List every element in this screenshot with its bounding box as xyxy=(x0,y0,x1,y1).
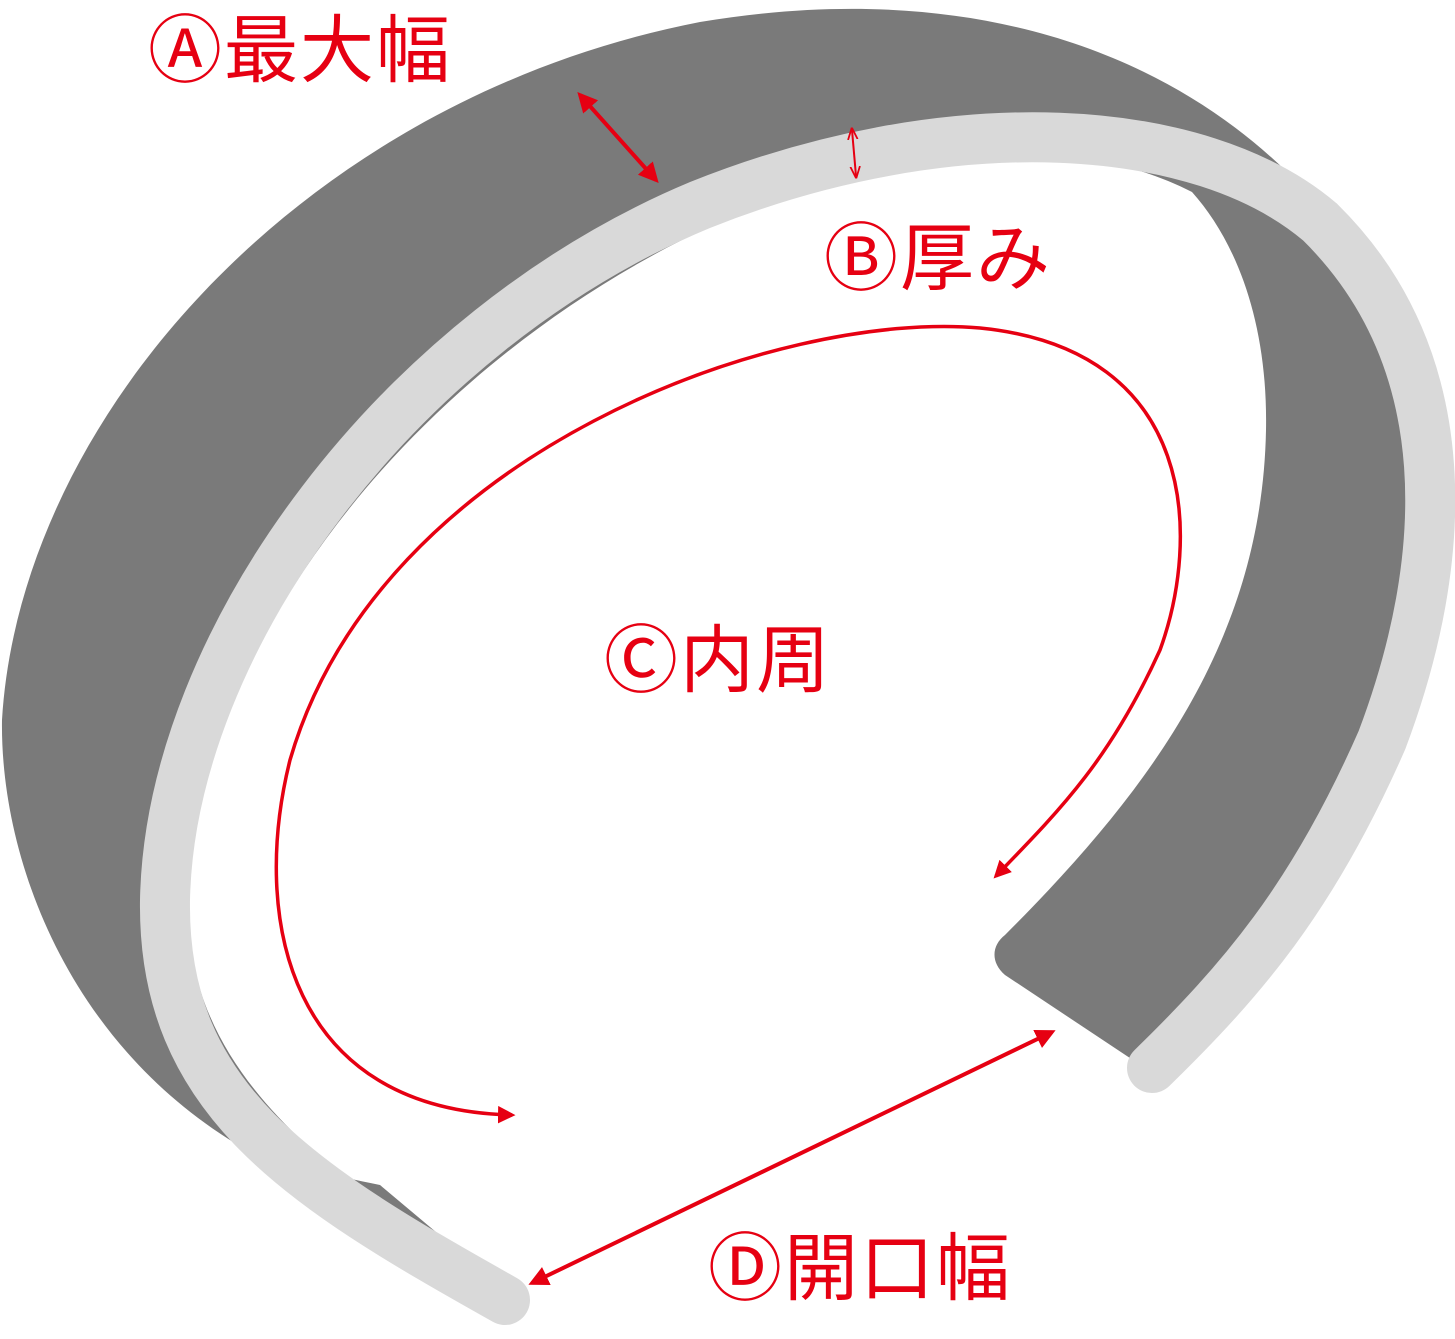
max-width-arrow xyxy=(577,92,659,183)
label-max-width: Ⓐ最大幅 xyxy=(148,8,452,94)
thickness-arrow xyxy=(852,130,856,176)
label-inner-circumference: Ⓒ内周 xyxy=(604,618,832,704)
bangle-band-surface xyxy=(1,8,1408,1291)
inner-circumference-arrow xyxy=(274,324,1183,1124)
bangle-rim xyxy=(139,112,1455,1325)
label-thickness: Ⓑ厚み xyxy=(824,216,1052,302)
label-opening-width: Ⓓ開口幅 xyxy=(708,1226,1012,1312)
opening-width-arrow xyxy=(528,1029,1056,1286)
